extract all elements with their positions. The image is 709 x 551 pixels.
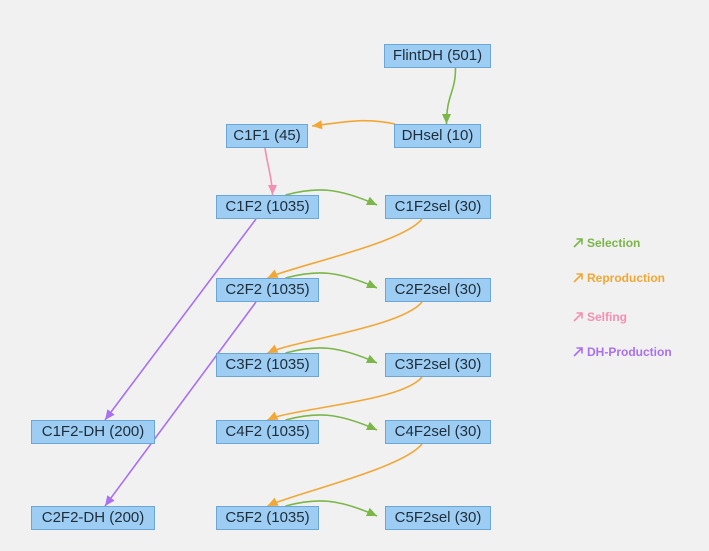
edge-c3f2-c3f2sel xyxy=(285,347,378,364)
edge-c1f2sel-c2f2 xyxy=(267,218,423,279)
node-c1f2[interactable]: C1F2 (1035) xyxy=(216,195,319,219)
node-c3f2[interactable]: C3F2 (1035) xyxy=(216,353,319,377)
legend: Selection Reproduction Selfing DH-Produc… xyxy=(572,236,702,366)
arrow-up-right-icon xyxy=(572,272,584,284)
arrow-up-right-icon xyxy=(572,237,584,249)
edge-dhsel-c1f1 xyxy=(311,119,396,130)
node-c1f1[interactable]: C1F1 (45) xyxy=(226,124,308,148)
node-c2f2[interactable]: C2F2 (1035) xyxy=(216,278,319,302)
node-c1f2sel[interactable]: C1F2sel (30) xyxy=(385,195,491,219)
node-c5f2sel[interactable]: C5F2sel (30) xyxy=(385,506,491,530)
node-c1f2dh[interactable]: C1F2-DH (200) xyxy=(31,420,155,444)
arrow-up-right-icon xyxy=(572,311,584,323)
arrow-up-right-icon xyxy=(572,346,584,358)
edge-c4f2sel-c5f2 xyxy=(267,443,423,507)
node-c4f2sel[interactable]: C4F2sel (30) xyxy=(385,420,491,444)
edge-flintdh-dhsel xyxy=(442,67,457,125)
legend-label: Selfing xyxy=(587,310,628,324)
legend-item-reproduction: Reproduction xyxy=(572,271,665,285)
legend-label: Reproduction xyxy=(587,271,665,285)
edge-c5f2-c5f2sel xyxy=(285,500,378,517)
edge-c3f2sel-c4f2 xyxy=(267,376,423,421)
node-c5f2[interactable]: C5F2 (1035) xyxy=(216,506,319,530)
node-c2f2dh[interactable]: C2F2-DH (200) xyxy=(31,506,155,530)
edge-c4f2-c4f2sel xyxy=(285,414,378,431)
node-flintdh[interactable]: FlintDH (501) xyxy=(384,44,491,68)
node-dhsel[interactable]: DHsel (10) xyxy=(394,124,481,148)
legend-label: DH-Production xyxy=(587,345,672,359)
edge-c2f2-c2f2dh xyxy=(104,301,257,507)
legend-item-selection: Selection xyxy=(572,236,640,250)
edge-c1f2-c1f2dh xyxy=(104,218,257,421)
edge-c1f1-c1f2 xyxy=(264,147,277,196)
legend-item-dh-production: DH-Production xyxy=(572,345,672,359)
legend-label: Selection xyxy=(587,236,641,250)
edge-c1f2-c1f2sel xyxy=(285,189,378,206)
edge-c2f2-c2f2sel xyxy=(285,272,378,289)
node-c3f2sel[interactable]: C3F2sel (30) xyxy=(385,353,491,377)
legend-item-selfing: Selfing xyxy=(572,310,627,324)
node-c2f2sel[interactable]: C2F2sel (30) xyxy=(385,278,491,302)
edge-c2f2sel-c3f2 xyxy=(267,301,423,354)
node-c4f2[interactable]: C4F2 (1035) xyxy=(216,420,319,444)
